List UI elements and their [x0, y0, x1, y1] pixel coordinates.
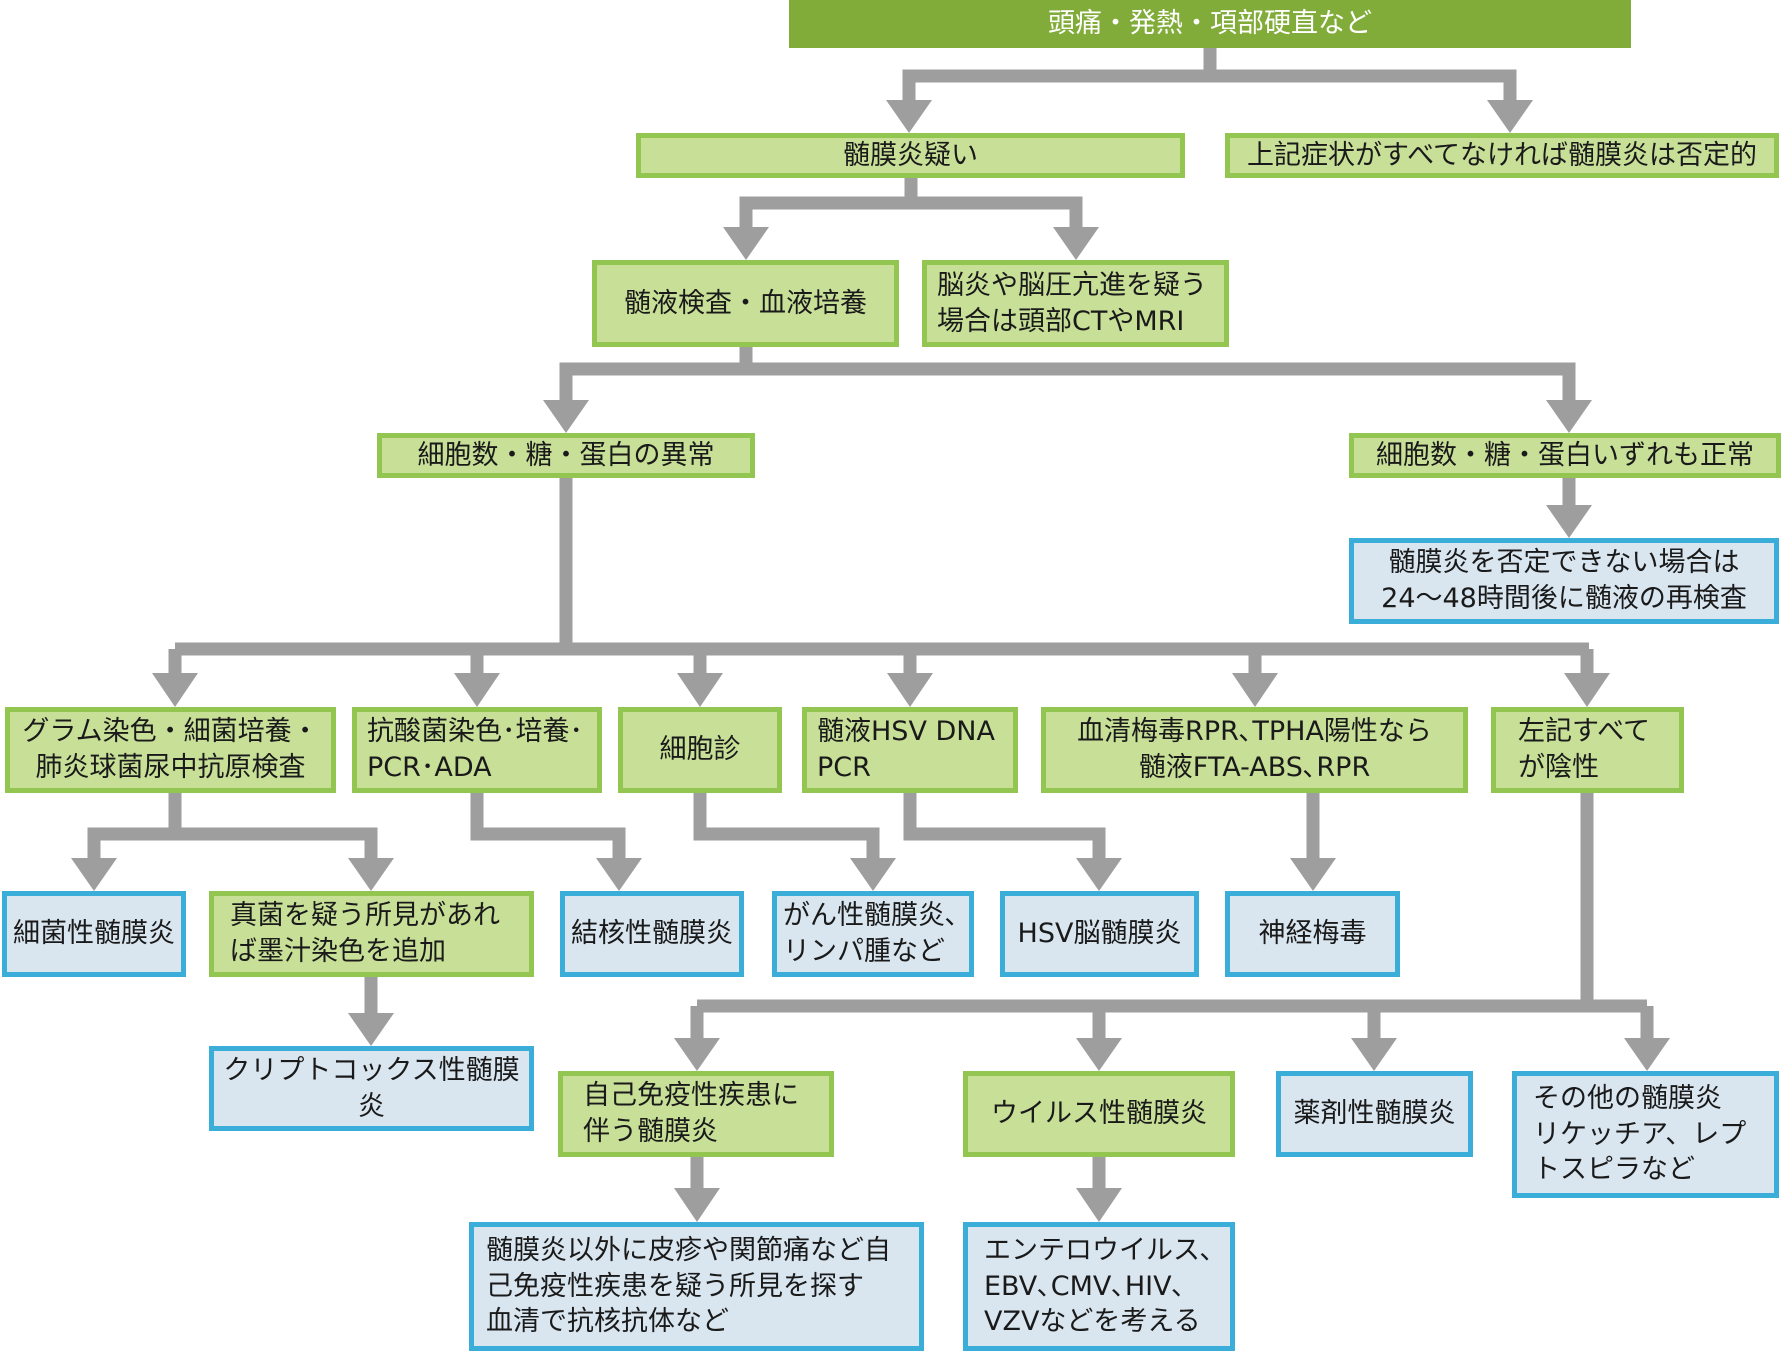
node-abnormal-text: 細胞数・糖・蛋白の異常 — [417, 439, 715, 471]
node-gram-text: グラム染色・細菌培養・ 肺炎球菌尿中抗原検査 — [22, 716, 319, 783]
node-all-negative: 左記すべて が陰性 — [1491, 707, 1684, 793]
node-fungal-check: 真菌を疑う所見があれ ば墨汁染色を追加 — [209, 891, 534, 977]
connector-suspected-right — [911, 196, 1083, 229]
arrowhead — [71, 858, 117, 891]
node-normal: 細胞数・糖・蛋白いずれも正常 — [1349, 433, 1781, 478]
node-abnormal: 細胞数・糖・蛋白の異常 — [377, 433, 755, 478]
node-neurosyphilis-text: 神経梅毒 — [1258, 918, 1367, 950]
node-symptoms-text: 頭痛・発熱・項部硬直など — [1048, 8, 1372, 40]
arrowhead — [1053, 227, 1099, 260]
arrowhead — [850, 858, 896, 891]
node-gram: グラム染色・細菌培養・ 肺炎球菌尿中抗原検査 — [5, 707, 336, 793]
connector-symptoms-right — [1210, 69, 1517, 102]
node-fungal-check-text: 真菌を疑う所見があれ ば墨汁染色を追加 — [230, 900, 500, 967]
node-imaging: 脳炎や脳圧亢進を疑う 場合は頭部CTやMRI — [922, 260, 1229, 347]
node-afb: 抗酸菌染色･培養･ PCR･ADA — [352, 707, 602, 793]
connector-suspected — [739, 178, 918, 229]
arrowhead — [1076, 858, 1122, 891]
node-suspected-text: 髄膜炎疑い — [843, 139, 978, 171]
node-carcinomatous: がん性髄膜炎､ リンパ腫など — [772, 891, 974, 977]
node-neurosyphilis: 神経梅毒 — [1225, 891, 1400, 977]
arrowhead — [674, 1188, 720, 1222]
arrowhead — [1487, 100, 1533, 133]
arrowhead — [1351, 1038, 1397, 1071]
arrowhead — [348, 1013, 394, 1046]
node-cytology-text: 細胞診 — [659, 734, 741, 766]
connector-csf-right — [746, 362, 1576, 402]
node-bacterial-text: 細菌性髄膜炎 — [13, 918, 175, 950]
node-all-negative-text: 左記すべて が陰性 — [1518, 716, 1651, 783]
node-syphilis-test-text: 血清梅毒RPR､TPHA陽性なら 髄液FTA-ABS､RPR — [1077, 716, 1432, 783]
connector-hsv — [903, 793, 1106, 860]
connector-gram — [87, 793, 182, 860]
connector-cytology — [693, 793, 880, 860]
node-other-text: その他の髄膜炎 リケッチア、レプ トスピラなど — [1533, 1083, 1747, 1186]
node-cryptococcal: クリプトコックス性髄膜炎 — [209, 1046, 534, 1131]
node-viral: ウイルス性髄膜炎 — [963, 1071, 1235, 1157]
node-hsv-encephalitis: HSV脳髄膜炎 — [1000, 891, 1199, 977]
node-normal-text: 細胞数・糖・蛋白いずれも正常 — [1376, 439, 1754, 471]
node-retest-text: 髄膜炎を否定できない場合は 24〜48時間後に髄液の再検査 — [1381, 547, 1747, 614]
node-negative-if-absent: 上記症状がすべてなければ髄膜炎は否定的 — [1225, 133, 1779, 178]
connector-csf — [559, 347, 753, 402]
node-syphilis-test: 血清梅毒RPR､TPHA陽性なら 髄液FTA-ABS､RPR — [1041, 707, 1468, 793]
node-viral-causes-text: エンテロウイルス､ EBV､CMV､HIV､ VZVなどを考える — [984, 1235, 1214, 1338]
node-drug-induced-text: 薬剤性髄膜炎 — [1293, 1098, 1456, 1130]
node-hsv-encephalitis-text: HSV脳髄膜炎 — [1017, 918, 1182, 950]
node-csf-blood-test-text: 髄液検査・血液培養 — [624, 287, 867, 319]
arrowhead — [1076, 1038, 1122, 1071]
arrowhead — [1546, 505, 1592, 538]
node-symptoms: 頭痛・発熱・項部硬直など — [789, 0, 1631, 48]
arrowhead — [887, 673, 933, 707]
node-other: その他の髄膜炎 リケッチア、レプ トスピラなど — [1512, 1071, 1779, 1198]
arrowhead — [674, 1038, 720, 1071]
arrowhead — [1564, 673, 1610, 707]
node-autoimmune-workup-text: 髄膜炎以外に皮疹や関節痛など自 己免疫性疾患を疑う所見を探す 血清で抗核抗体など — [486, 1235, 891, 1338]
arrowhead — [723, 227, 769, 260]
node-autoimmune-workup: 髄膜炎以外に皮疹や関節痛など自 己免疫性疾患を疑う所見を探す 血清で抗核抗体など — [469, 1222, 924, 1351]
node-csf-blood-test: 髄液検査・血液培養 — [592, 260, 899, 347]
node-cytology: 細胞診 — [618, 707, 782, 793]
arrowhead — [1232, 673, 1278, 707]
arrowhead — [1624, 1038, 1670, 1071]
node-imaging-text: 脳炎や脳圧亢進を疑う 場合は頭部CTやMRI — [937, 269, 1207, 337]
arrowhead — [596, 858, 642, 891]
arrowhead — [152, 673, 198, 707]
node-negative-if-absent-text: 上記症状がすべてなければ髄膜炎は否定的 — [1246, 139, 1758, 171]
arrowhead — [348, 858, 394, 891]
connector-afb — [470, 793, 626, 860]
node-viral-causes: エンテロウイルス､ EBV､CMV､HIV､ VZVなどを考える — [963, 1222, 1235, 1351]
node-carcinomatous-text: がん性髄膜炎､ リンパ腫など — [783, 900, 959, 967]
connector-symptoms — [902, 48, 1217, 102]
arrowhead — [1290, 858, 1336, 891]
node-tuberculous: 結核性髄膜炎 — [560, 891, 744, 977]
arrowhead — [677, 673, 723, 707]
arrowhead — [454, 673, 500, 707]
node-viral-text: ウイルス性髄膜炎 — [991, 1098, 1207, 1130]
node-autoimmune: 自己免疫性疾患に 伴う髄膜炎 — [558, 1071, 834, 1157]
connector-gram-fungal — [175, 827, 378, 860]
node-drug-induced: 薬剤性髄膜炎 — [1276, 1071, 1473, 1157]
node-hsv-pcr-text: 髄液HSV DNA PCR — [817, 716, 995, 783]
node-tuberculous-text: 結核性髄膜炎 — [571, 918, 733, 950]
arrowhead — [1076, 1188, 1122, 1222]
node-bacterial: 細菌性髄膜炎 — [2, 891, 186, 977]
node-retest: 髄膜炎を否定できない場合は 24〜48時間後に髄液の再検査 — [1349, 538, 1779, 624]
arrowhead — [886, 100, 932, 133]
arrowhead — [543, 400, 589, 433]
arrowhead — [1546, 400, 1592, 433]
node-cryptococcal-text: クリプトコックス性髄膜炎 — [223, 1054, 520, 1122]
node-afb-text: 抗酸菌染色･培養･ PCR･ADA — [367, 716, 583, 783]
node-suspected: 髄膜炎疑い — [636, 133, 1185, 178]
node-hsv-pcr: 髄液HSV DNA PCR — [802, 707, 1018, 793]
node-autoimmune-text: 自己免疫性疾患に 伴う髄膜炎 — [583, 1080, 799, 1147]
